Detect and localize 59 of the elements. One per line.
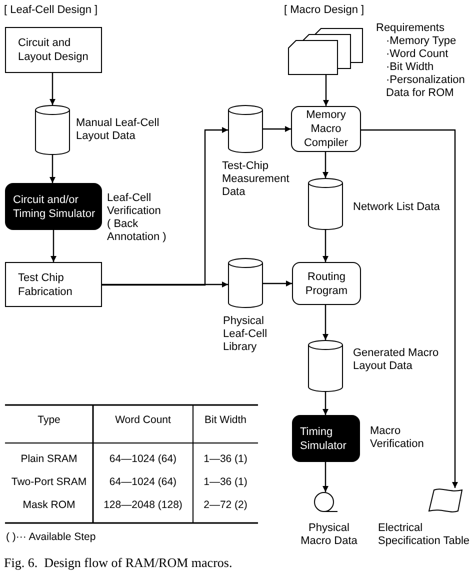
table-value: 1—36 (1) [202,475,248,489]
simulator-box: Timing Simulator [292,415,360,462]
table-header: Bit Width [203,413,248,427]
database-cylinder [308,178,343,230]
arrow [263,126,291,132]
table-header: Type [36,413,62,427]
program-box: Routing Program [292,262,361,305]
node-caption: Electrical Specification Table [378,522,471,548]
database-cylinder [228,105,263,153]
arrow [50,230,56,262]
section-heading: [ Macro Design ] [284,3,364,18]
table-value: Mask ROM [22,498,76,512]
arrow [50,155,56,183]
node-caption: ·Word Count [385,48,450,61]
table-header: Word Count [114,413,172,427]
node-caption: Requirements [376,22,446,35]
tape-reel-symbol [313,492,338,513]
node-caption: Physical Leaf-Cell Library [223,315,268,354]
arrow [102,127,228,286]
arrow [322,152,328,178]
node-caption: Macro Verification [370,425,425,451]
arrow [322,392,328,415]
arrow [263,280,292,286]
node-caption: Network List Data [353,201,441,214]
table-value: Two-Port SRAM [10,475,88,489]
table-value: 1—36 (1) [202,452,248,466]
table-value: 64—1024 (64) [108,452,178,466]
database-cylinder [35,105,70,155]
arrow [323,75,329,106]
arrow [322,230,328,262]
arrow [322,305,328,340]
node-caption: ·Personalization Data for ROM [385,74,466,100]
node-caption: Manual Leaf-Cell Layout Data [76,117,160,143]
table-value: 128—2048 (128) [102,498,184,512]
table-value: Plain SRAM [20,452,78,466]
database-cylinder [308,340,343,392]
figure-caption: Fig. 6. Design flow of RAM/ROM macros. [4,554,232,572]
node-caption: Physical Macro Data [300,522,358,548]
node-caption: ·Bit Width [385,61,435,74]
database-cylinder [228,258,263,308]
arrow [322,462,328,492]
table-note: ( )··· Available Step [6,530,96,545]
node-caption: ·Memory Type [385,35,458,48]
table-value: 2—72 (2) [202,498,248,512]
arrow [102,282,228,288]
simulator-box: Circuit and/or Timing Simulator [5,183,102,230]
node-caption: Leaf-Cell Verification [107,192,162,218]
stacked-cards-symbol [288,28,363,75]
node-caption: Generated Macro Layout Data [353,347,440,373]
punched-tape-symbol [428,488,463,514]
section-heading: [ Leaf-Cell Design ] [4,3,98,18]
process-box: Circuit and Layout Design [5,27,102,73]
program-box: Memory Macro Compiler [291,106,361,152]
arrow [361,129,458,488]
node-caption: Test-Chip Measurement Data [222,160,290,199]
node-caption: ( Back Annotation ) [107,218,168,244]
arrow [50,73,56,105]
process-box: Test Chip Fabrication [5,262,102,307]
table-value: 64—1024 (64) [108,475,178,489]
